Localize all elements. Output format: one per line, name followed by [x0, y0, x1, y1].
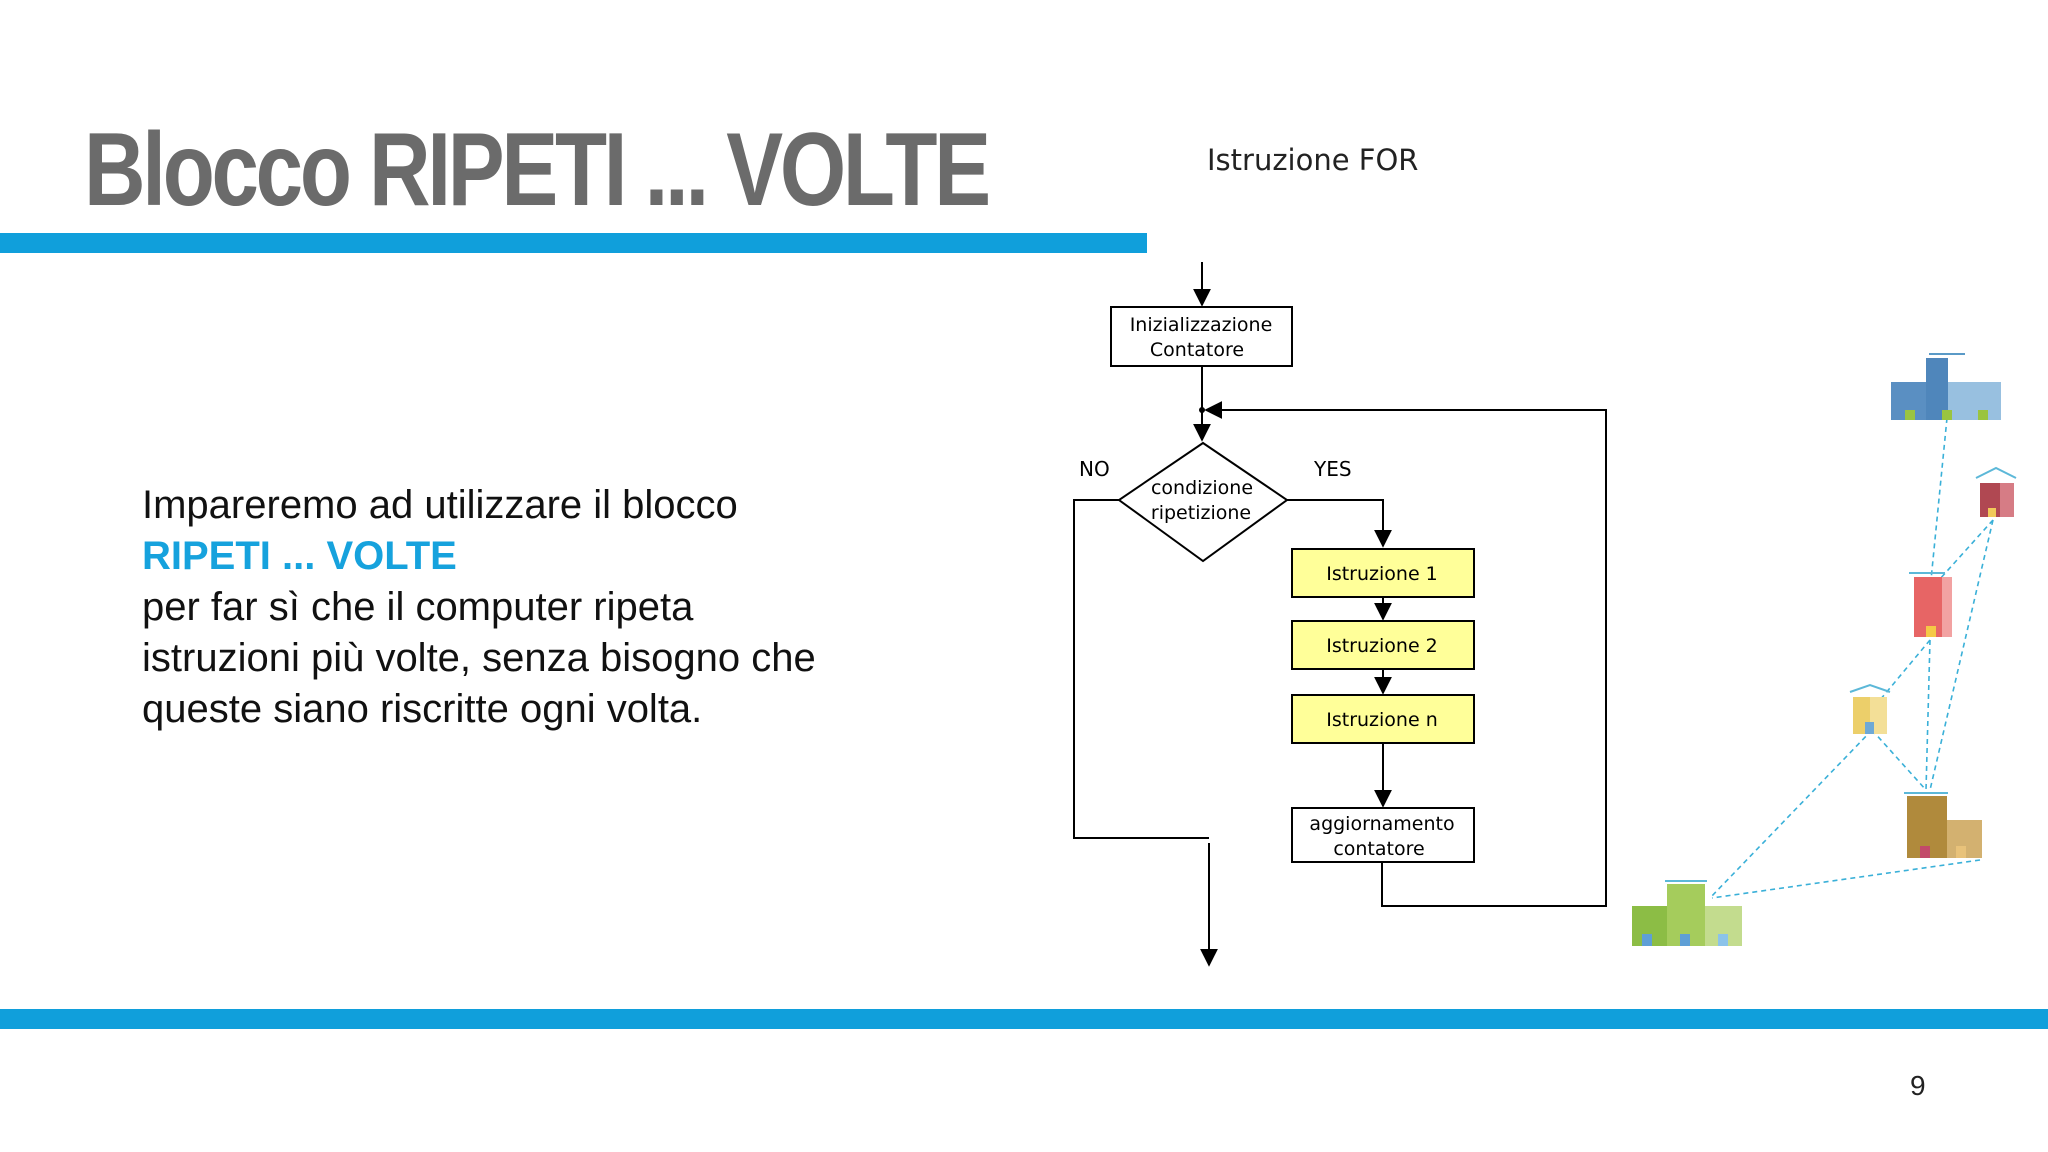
decorative-buildings-network: [1632, 353, 2017, 946]
body-highlight: RIPETI ... VOLTE: [142, 534, 457, 578]
condition-label-2: ripetizione: [1151, 502, 1251, 524]
body-line-4: istruzioni più volte, senza bisogno che: [142, 636, 816, 680]
init-label-2: Contatore: [1150, 339, 1244, 361]
slide-title: Blocco RIPETI ... VOLTE: [84, 112, 991, 228]
no-label: NO: [1079, 457, 1110, 481]
page-number: 9: [1910, 1070, 1926, 1101]
building-yellow: [1849, 683, 1891, 734]
body-text: Impareremo ad utilizzare il blocco RIPET…: [142, 480, 922, 735]
title-underline: [0, 233, 1147, 253]
building-green: [1632, 880, 1742, 946]
loop-back-line: [1204, 401, 1607, 907]
yes-label: YES: [1313, 457, 1352, 481]
body-line-5: queste siano riscritte ogni volta.: [142, 687, 703, 731]
network-lines: [1709, 417, 1994, 899]
flowchart-title: Istruzione FOR: [1207, 143, 1418, 177]
no-path-line: [1073, 499, 1209, 839]
init-label-1: Inizializzazione: [1130, 314, 1273, 336]
loop-junction-dot: [1199, 407, 1205, 413]
building-maroon: [1975, 466, 2017, 517]
building-brown: [1904, 792, 1982, 858]
step-2-label: Istruzione 2: [1326, 635, 1438, 657]
body-line-3: per far sì che il computer ripeta: [142, 585, 694, 629]
body-line-1: Impareremo ad utilizzare il blocco: [142, 483, 738, 527]
condition-label-1: condizione: [1151, 477, 1253, 499]
step-1-label: Istruzione 1: [1326, 563, 1438, 585]
update-label-2: contatore: [1333, 838, 1424, 860]
footer-rule: [0, 1009, 2048, 1029]
step-n-label: Istruzione n: [1326, 709, 1438, 731]
step-n-box: [1291, 694, 1475, 744]
building-red: [1909, 572, 1952, 637]
condition-diamond: [1117, 441, 1289, 563]
step-2-box: [1291, 620, 1475, 670]
init-box: [1110, 306, 1293, 367]
yes-path-line: [1287, 499, 1392, 548]
update-label-1: aggiornamento: [1309, 813, 1454, 835]
building-blue: [1891, 353, 2001, 420]
